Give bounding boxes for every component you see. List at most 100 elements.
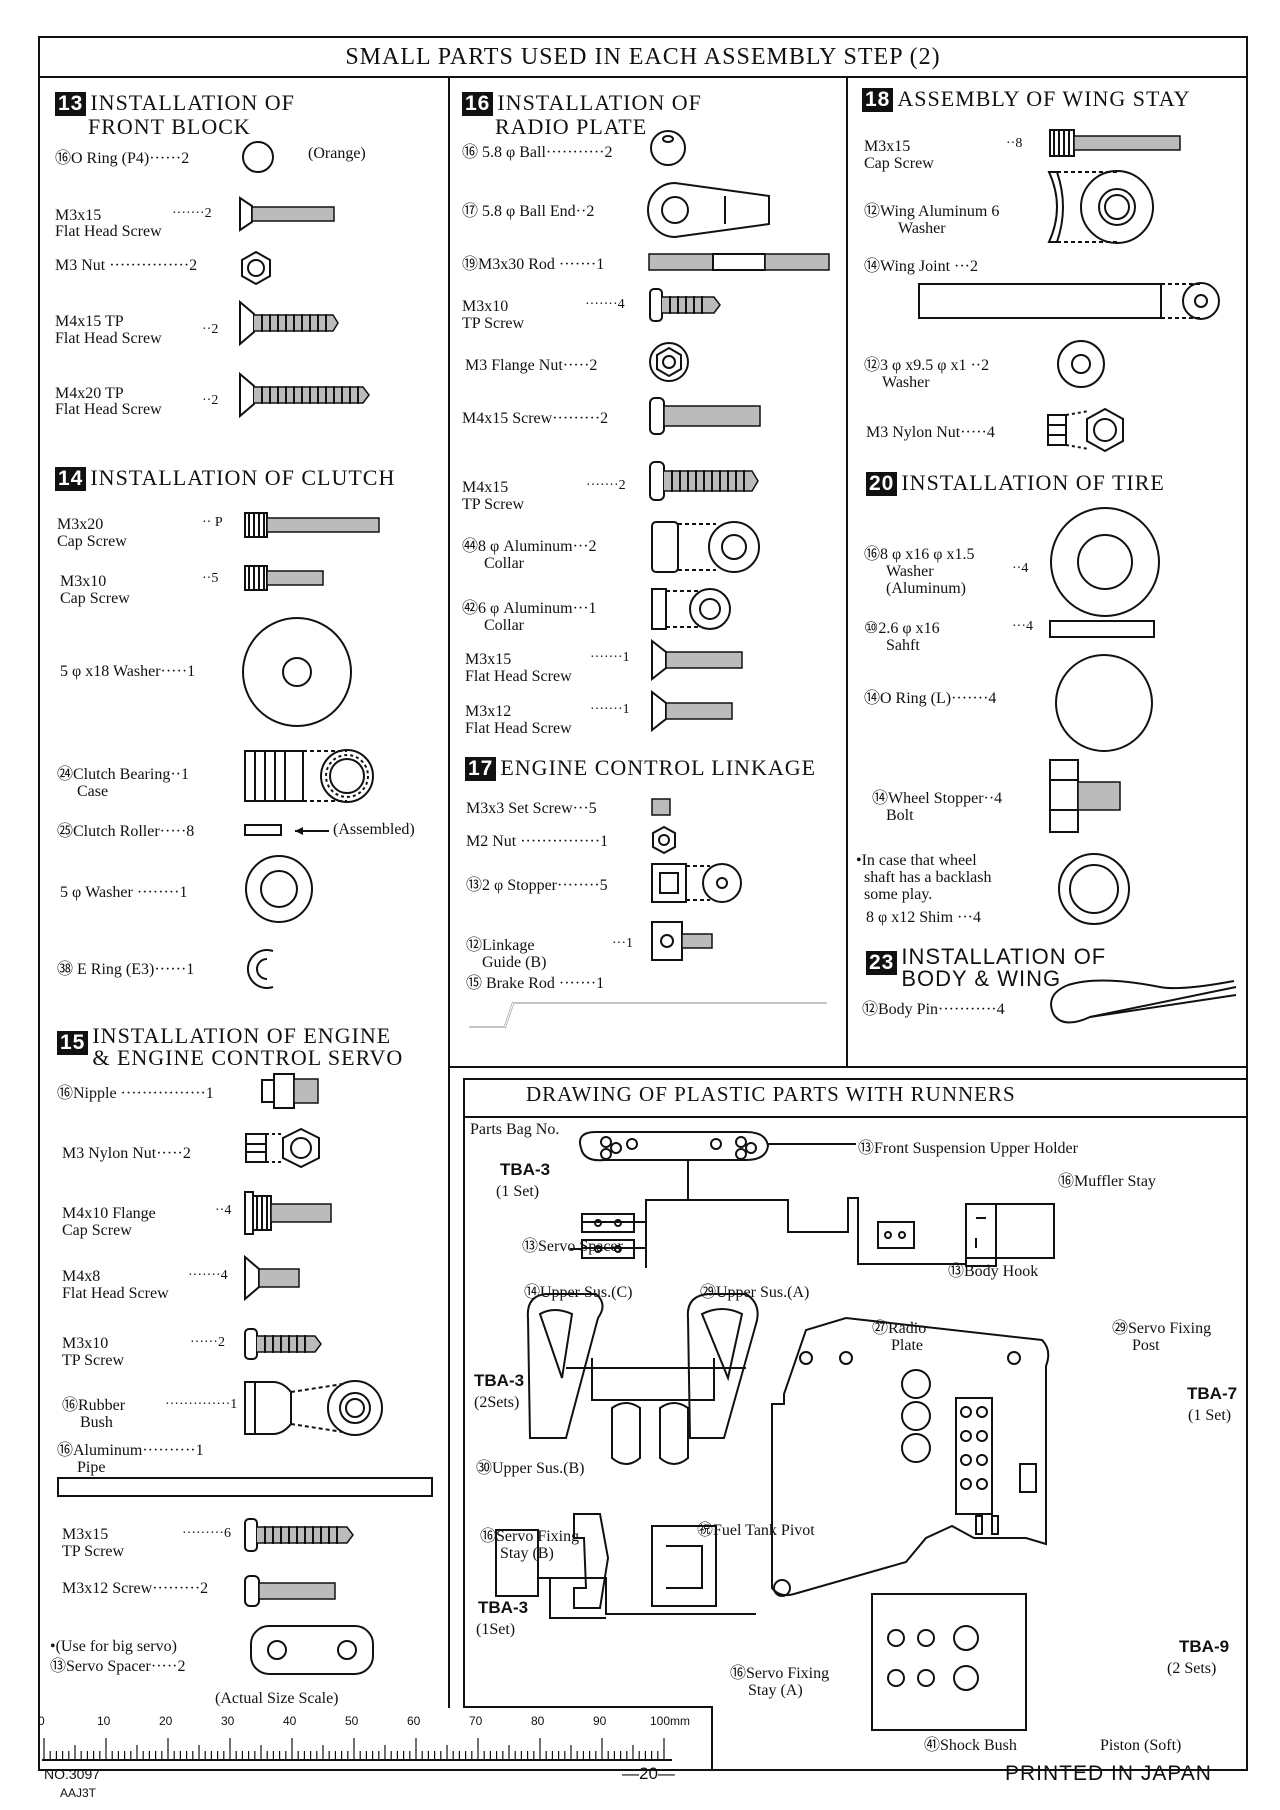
runner-frame (463, 1706, 713, 1708)
ruler-tick-label: 80 (531, 1714, 545, 1728)
part-label: ⑩2.6 φ x16 (864, 620, 940, 637)
part-qty: ···4 (1012, 619, 1033, 634)
runner-part-label: ㉙Servo Fixing (1112, 1320, 1212, 1337)
part-label: ⑭Wing Joint ···2 (864, 258, 979, 275)
part-label: ⑯8 φ x16 φ x1.5 (864, 546, 975, 563)
part-label: M3 Nylon Nut·····4 (866, 424, 995, 441)
part-label: Guide (B) (482, 954, 547, 971)
washer-icon (1050, 507, 1160, 617)
runner-part-label: ⑯Muffler Stay (1058, 1173, 1156, 1190)
part-label: M3x10 (60, 573, 107, 590)
runner-part-label: ⑯Servo Fixing (730, 1665, 830, 1682)
part-label: M3x3 Set Screw···5 (466, 800, 597, 817)
wing-washer-icon (1047, 170, 1154, 244)
tp-screw-icon (239, 300, 339, 346)
part-label: M3x10 (462, 298, 509, 315)
step-number: 18 (862, 88, 894, 112)
bag-number: TBA-3 (478, 1598, 529, 1617)
part-label: 8 φ x12 Shim ···4 (866, 909, 982, 926)
part-label: ⑭O Ring (L)·······4 (864, 690, 997, 707)
part-label: Collar (484, 617, 524, 634)
part-label: M3x15 (55, 207, 102, 224)
ball-icon (650, 130, 686, 166)
runner-part-label: ⑬Body Hook (948, 1263, 1039, 1280)
flat-head-screw-icon (244, 1255, 300, 1301)
part-label: ⑭Wheel Stopper··4 (872, 790, 1003, 807)
ruler-tick-label: 30 (221, 1714, 235, 1728)
part-qty: ·······1 (590, 650, 630, 665)
part-label: ⑰ 5.8 φ Ball End··2 (462, 203, 595, 220)
part-label: TP Screw (462, 315, 525, 332)
runner-title: DRAWING OF PLASTIC PARTS WITH RUNNERS (526, 1082, 1016, 1106)
cap-screw-icon (1049, 129, 1181, 157)
runner-part-label: ⑭Upper Sus.(C) (524, 1284, 633, 1301)
part-label: ⑯Nipple ················1 (57, 1085, 214, 1102)
part-label: M4x15 (462, 479, 509, 496)
scale-label: (Actual Size Scale) (215, 1690, 339, 1707)
body-pin-icon (1050, 979, 1237, 1024)
part-note: (Orange) (308, 145, 366, 162)
runner-part-label: Post (1132, 1337, 1160, 1354)
part-label: Bush (80, 1414, 113, 1431)
part-label: M4x15 TP (55, 313, 124, 330)
part-qty: ··8 (1006, 136, 1023, 151)
set-screw-icon (651, 798, 671, 816)
part-label: Washer (882, 374, 930, 391)
stopper-icon (651, 863, 742, 903)
part-label: ㊷6 φ Aluminum···1 (462, 600, 597, 617)
step-number: 17 (465, 757, 497, 781)
runner-frame (711, 1706, 713, 1771)
tp-screw-icon (649, 461, 759, 501)
ruler-tick-label: 20 (159, 1714, 173, 1728)
ruler-tick-label: 90 (593, 1714, 607, 1728)
part-qty: ·······2 (172, 206, 212, 221)
bag-count: (1Set) (476, 1621, 516, 1638)
aluminum-collar-icon (651, 521, 760, 573)
plastic-runner-drawing (495, 1131, 1055, 1731)
part-label: ⑯Rubber (62, 1397, 126, 1414)
ruler-tick-label: 60 (407, 1714, 421, 1728)
part-note: shaft has a backlash (864, 869, 992, 886)
bag-count: (2Sets) (474, 1394, 520, 1411)
part-label: ⑫Wing Aluminum 6 (864, 203, 1000, 220)
part-label: ⑯ 5.8 φ Ball···········2 (462, 144, 613, 161)
aluminum-collar-icon (651, 588, 731, 630)
part-qty: ·········6 (182, 1526, 231, 1541)
part-label: M4x20 TP (55, 385, 124, 402)
part-label: ㉕Clutch Roller·····8 (57, 823, 195, 840)
part-label: ㊹8 φ Aluminum···2 (462, 538, 597, 555)
part-label: Flat Head Screw (465, 668, 572, 685)
ruler-tick-label: 10 (97, 1714, 111, 1728)
part-label: M3x15 (465, 651, 512, 668)
ruler-tick-label: 40 (283, 1714, 297, 1728)
part-label: Washer (886, 563, 934, 580)
step-number: 13 (55, 92, 87, 116)
part-label: M3x20 (57, 516, 104, 533)
part-label: ⑯Aluminum··········1 (57, 1442, 204, 1459)
part-label: Flat Head Screw (55, 401, 162, 418)
bag-number: TBA-9 (1179, 1637, 1230, 1656)
runner-part-label: ㊶Shock Bush (924, 1737, 1017, 1754)
nylon-nut-icon (1047, 407, 1124, 453)
rod-icon (648, 253, 830, 271)
runner-part-label: Stay (B) (500, 1545, 554, 1562)
part-label: •(Use for big servo) (50, 1638, 177, 1655)
part-label: ⑫3 φ x9.5 φ x1 ··2 (864, 357, 990, 374)
parts-bag-label: Parts Bag No. (470, 1121, 560, 1138)
part-label: Flat Head Screw (55, 330, 162, 347)
wheel-stopper-bolt-icon (1049, 759, 1121, 833)
runner-part-label: Stay (A) (748, 1682, 803, 1699)
rubber-bush-icon (244, 1380, 383, 1436)
part-label: M3x12 (465, 703, 512, 720)
part-label: Cap Screw (62, 1222, 132, 1239)
part-label: 5 φ Washer ········1 (60, 884, 188, 901)
runner-divider (448, 1066, 1248, 1068)
step-number: 20 (866, 472, 898, 496)
part-label: Cap Screw (57, 533, 127, 550)
ruler-tick-label: 50 (345, 1714, 359, 1728)
